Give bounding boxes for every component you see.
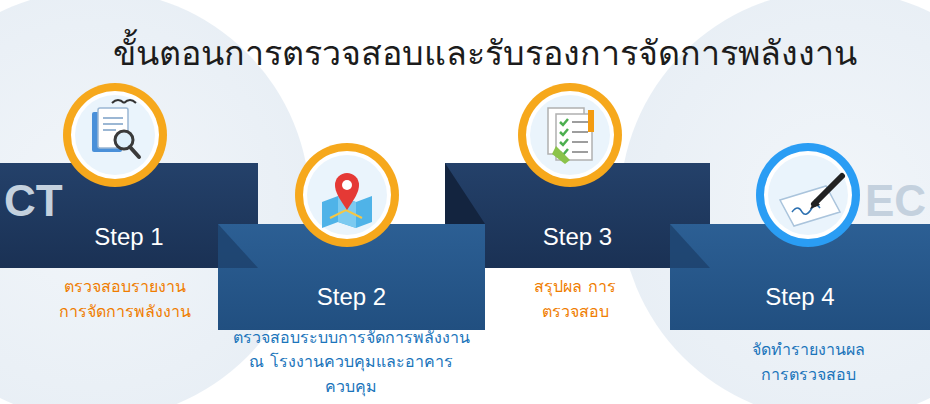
step-band: Step 3สรุปผล การตรวจสอบ: [445, 163, 710, 268]
step-description: จัดทำรายงานผล การตรวจสอบ: [749, 338, 868, 388]
step-description: สรุปผล การตรวจสอบ: [525, 275, 626, 325]
step-band: Step 2ตรวจสอบระบบการจัดการพลังงาน ณ โรงง…: [218, 224, 485, 330]
step-description: ตรวจสอบระบบการจัดการพลังงาน ณ โรงงานควบค…: [230, 326, 473, 400]
step-description: ตรวจสอบรายงาน การจัดการพลังงาน: [56, 275, 194, 325]
step-heading: Step 3: [445, 223, 710, 251]
step-heading: Step 4: [670, 283, 930, 311]
step-heading: Step 1: [0, 223, 258, 251]
watermark-text: EC: [865, 176, 926, 226]
watermark-text: CT: [4, 176, 63, 226]
step-band: Step 4จัดทำรายงานผล การตรวจสอบ: [670, 224, 930, 330]
step-heading: Step 2: [218, 283, 485, 311]
diagram-title: ขั้นตอนการตรวจสอบและรับรองการจัดการพลังง…: [40, 26, 930, 80]
